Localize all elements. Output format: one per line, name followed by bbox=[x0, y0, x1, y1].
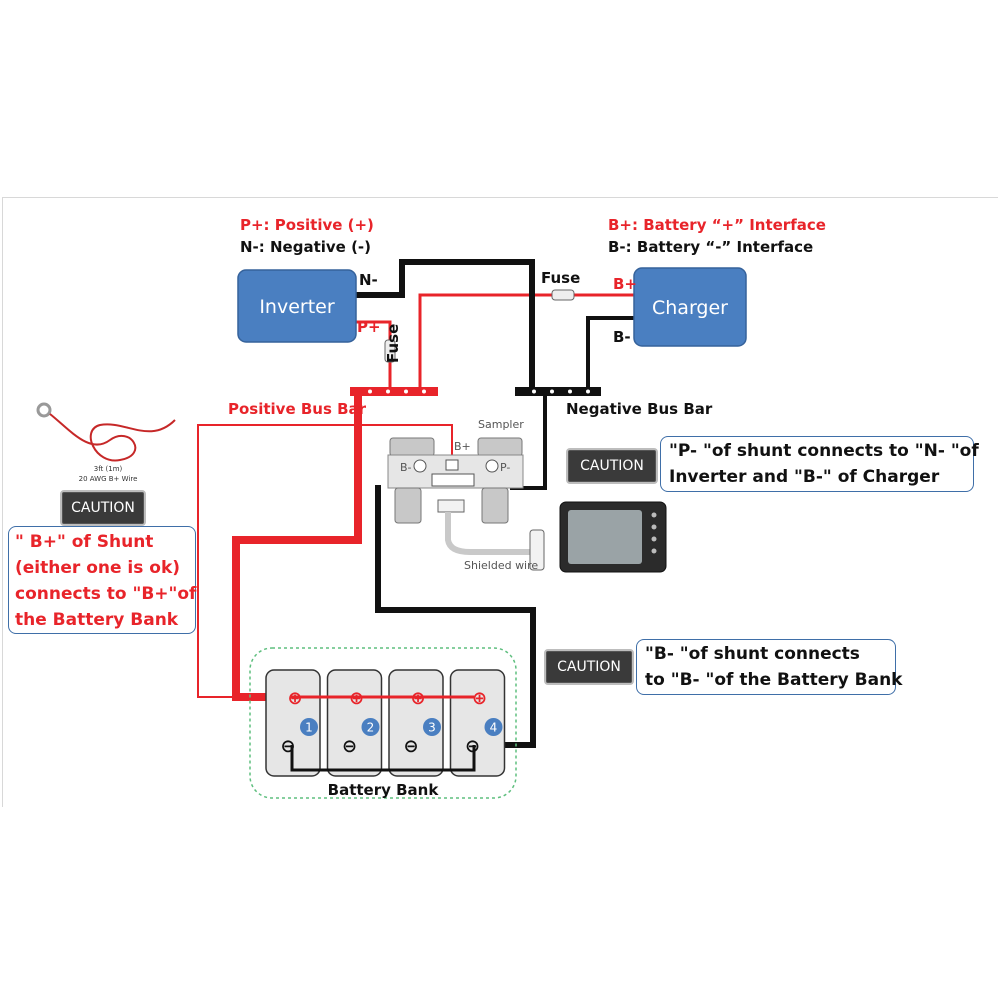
note-line: Inverter and "B-" of Charger bbox=[669, 467, 940, 487]
positive-bus-bar bbox=[350, 387, 438, 396]
cell-number-badge bbox=[361, 718, 380, 736]
note-line: (either one is ok) bbox=[15, 558, 181, 578]
shunt-left-cap bbox=[389, 437, 435, 457]
negative-terminal-icon: ⊖ bbox=[403, 736, 418, 757]
inverter-label: Inverter bbox=[259, 296, 335, 318]
monitor-button-icon bbox=[651, 536, 657, 542]
cell-number-badge bbox=[484, 718, 503, 736]
cell-number-badge bbox=[423, 718, 441, 736]
caution-note-left: " B+" of Shunt (either one is ok) connec… bbox=[8, 526, 196, 634]
shunt-right-cap bbox=[477, 437, 523, 457]
charger-b-plus-label: B+ bbox=[613, 275, 637, 293]
shunt-b-minus-label: B- bbox=[400, 461, 412, 474]
legend-positive: P+: Positive (+) bbox=[240, 216, 374, 234]
cell-number: 4 bbox=[490, 721, 498, 735]
note-line: to "B- "of the Battery Bank bbox=[645, 670, 903, 690]
battery-bank-outline bbox=[249, 647, 517, 799]
shunt-right-lug bbox=[481, 487, 509, 524]
note-line: "B- "of shunt connects bbox=[645, 644, 860, 664]
positive-bus-bolt-icon bbox=[368, 389, 372, 394]
inverter-box bbox=[237, 269, 357, 343]
caution-badge-left: CAUTION bbox=[60, 490, 146, 526]
wire-length-label: 3ft (1m) bbox=[94, 465, 123, 473]
shunt-sampler-connector bbox=[431, 473, 475, 487]
positive-bus-bar-label: Positive Bus Bar bbox=[228, 400, 367, 418]
legend-negative: N-: Negative (-) bbox=[240, 238, 371, 256]
negative-bus-bolt-icon bbox=[532, 389, 536, 394]
inverter-fuse-icon bbox=[384, 339, 396, 363]
battery-cell: ⊕2⊖ bbox=[326, 669, 383, 777]
cell-number: 1 bbox=[305, 721, 313, 735]
note-line: the Battery Bank bbox=[15, 610, 179, 630]
inverter-n-terminal-label: N- bbox=[359, 271, 378, 289]
charger-b-minus-wire bbox=[586, 316, 638, 390]
shielded-wire-label: Shielded wire bbox=[464, 559, 538, 572]
shunt-bolt-right-icon bbox=[485, 459, 499, 473]
monitor-button-icon bbox=[651, 548, 657, 554]
monitor-button-icon bbox=[651, 512, 657, 518]
positive-bus-bolt-icon bbox=[386, 389, 390, 394]
battery-negative-link bbox=[290, 745, 476, 772]
shunt-b-plus-label: B+ bbox=[454, 440, 471, 453]
shunt-b-plus-port bbox=[445, 459, 459, 471]
legend-battery-minus: B-: Battery “-” Interface bbox=[608, 238, 813, 256]
inverter-p-terminal-label: P+ bbox=[357, 318, 381, 336]
b-plus-wire-accessory: 3ft (1m) 20 AWG B+ Wire bbox=[36, 402, 176, 483]
ring-terminal-icon bbox=[36, 402, 52, 418]
positive-bus-to-battery-wire bbox=[232, 390, 362, 701]
battery-cell: ⊕3⊖ bbox=[388, 669, 444, 777]
diagram-frame bbox=[2, 197, 998, 807]
note-line: " B+" of Shunt bbox=[15, 532, 154, 552]
display-connector bbox=[529, 529, 545, 571]
caution-note-top: "P- "of shunt connects to "N- "of Invert… bbox=[660, 436, 979, 492]
charger-fuse-icon bbox=[551, 289, 575, 301]
shunt-sampler: Sampler B+ B- P- bbox=[387, 418, 524, 524]
positive-bus-bolt-icon bbox=[422, 389, 426, 394]
positive-bus-bolt-icon bbox=[404, 389, 408, 394]
caution-badge-bottom: CAUTION bbox=[544, 649, 634, 685]
caution-badge-top: CAUTION bbox=[566, 448, 658, 484]
sampler-label: Sampler bbox=[478, 418, 524, 431]
battery-cell: ⊕4⊖ bbox=[449, 669, 506, 777]
coiled-wire-icon bbox=[49, 413, 176, 462]
shunt-plug bbox=[437, 499, 465, 513]
charger-label: Charger bbox=[652, 297, 728, 319]
charger-box bbox=[633, 267, 747, 347]
monitor-screen bbox=[568, 510, 642, 564]
negative-bus-bar bbox=[515, 387, 601, 396]
negative-bus-bar-label: Negative Bus Bar bbox=[566, 400, 713, 418]
inverter-n-minus-wire bbox=[356, 259, 535, 390]
vertical-fuse-label: Fuse bbox=[384, 324, 402, 363]
monitor-button-icon bbox=[651, 524, 657, 530]
shunt-b-minus-to-battery-wire bbox=[375, 485, 536, 748]
note-line: "P- "of shunt connects to "N- "of bbox=[669, 441, 979, 461]
wire-spec-label: 20 AWG B+ Wire bbox=[79, 475, 138, 483]
positive-terminal-icon: ⊕ bbox=[472, 688, 487, 709]
cell-number: 2 bbox=[367, 721, 375, 735]
battery-cells: ⊕1⊖⊕2⊖⊕3⊖⊕4⊖ bbox=[265, 669, 506, 777]
shunt-p-minus-label: P- bbox=[500, 461, 510, 474]
battery-bank-label: Battery Bank bbox=[328, 781, 440, 799]
shunt-bolt-left-icon bbox=[413, 459, 427, 473]
note-line: connects to "B+"of bbox=[15, 584, 197, 604]
battery-monitor-display bbox=[559, 501, 667, 573]
shunt-left-lug bbox=[394, 487, 422, 524]
legend-battery-plus: B+: Battery “+” Interface bbox=[608, 216, 826, 234]
negative-bus-bolt-icon bbox=[550, 389, 554, 394]
cell-number: 3 bbox=[428, 721, 436, 735]
negative-terminal-icon: ⊖ bbox=[342, 736, 357, 757]
cell-number-badge bbox=[300, 718, 318, 736]
caution-note-bottom: "B- "of shunt connects to "B- "of the Ba… bbox=[636, 639, 903, 695]
inverter-p-plus-wire bbox=[356, 320, 392, 340]
negative-bus-bolt-icon bbox=[568, 389, 572, 394]
shunt-b-plus-sense-wire bbox=[197, 424, 453, 698]
shielded-wire bbox=[445, 512, 530, 555]
charger-b-minus-label: B- bbox=[613, 328, 631, 346]
negative-bus-bolt-icon bbox=[586, 389, 590, 394]
top-fuse-label: Fuse bbox=[541, 269, 580, 287]
